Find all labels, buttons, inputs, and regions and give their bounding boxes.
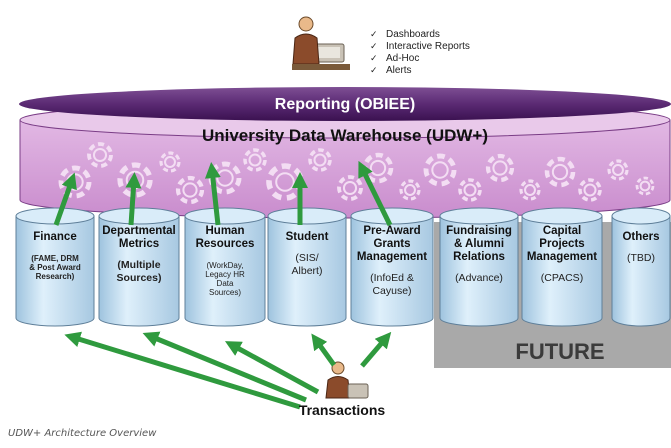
source-detail: (Multiple — [117, 259, 160, 271]
gear-icon — [458, 178, 482, 202]
source-name: Others — [622, 231, 659, 243]
source-name: Management — [357, 251, 427, 263]
source-name: Capital — [543, 225, 581, 237]
gear-icon — [607, 159, 629, 181]
reporting-feature-item: Dashboards — [386, 29, 440, 40]
source-detail: (TBD) — [627, 252, 655, 264]
source-detail: Data — [217, 279, 234, 288]
source-name: Human — [206, 225, 245, 237]
transactions-user-icon — [325, 361, 369, 399]
source-detail: Albert) — [292, 265, 323, 277]
source-name: Management — [527, 251, 597, 263]
gear-icon — [175, 175, 205, 205]
source-detail: Research) — [36, 272, 75, 281]
source-detail: (WorkDay, — [206, 261, 243, 270]
reporting-title: Reporting (OBIEE) — [275, 96, 415, 113]
source-name: Finance — [33, 231, 76, 243]
gear-icon — [159, 151, 181, 173]
gear-icon — [635, 176, 655, 196]
gear-icon — [308, 148, 332, 172]
gear-icon — [544, 156, 576, 188]
source-name: Student — [286, 231, 329, 243]
source-name: Relations — [453, 251, 505, 263]
arrow-to-departmental — [142, 331, 307, 403]
source-name: & Alumni — [454, 238, 504, 250]
source-detail: Sources) — [209, 288, 241, 297]
source-cylinder-student: Student (SIS/Albert) — [267, 207, 347, 327]
transactions-label: Transactions — [299, 402, 386, 418]
gear-icon — [423, 153, 457, 187]
source-name: Departmental — [102, 225, 176, 237]
reporting-features-list: ✓ Dashboards ✓ Interactive Reports ✓ Ad-Hoc ✓ A… — [370, 29, 470, 76]
source-detail: Legacy HR — [205, 270, 245, 279]
arrow-hr-up — [204, 162, 221, 226]
reporting-feature-item: Alerts — [386, 65, 412, 76]
gear-icon — [243, 148, 267, 172]
arrow-finance-up — [53, 172, 77, 226]
source-name: Resources — [196, 238, 255, 250]
checkmark-icon: ✓ — [370, 54, 378, 64]
source-detail: (SIS/ — [295, 252, 318, 264]
arrow-departmental-up — [125, 172, 142, 226]
gear-icon — [399, 179, 421, 201]
gears-decoration — [58, 142, 655, 205]
source-detail: Sources) — [117, 272, 162, 284]
source-name: Grants — [373, 238, 410, 250]
gear-icon — [578, 178, 602, 202]
arrow-to-finance — [64, 331, 301, 410]
source-detail: & Post Award — [29, 263, 81, 272]
arrow-preaward-up — [358, 160, 393, 227]
upward-arrows — [53, 160, 393, 227]
gear-icon — [519, 179, 541, 201]
reporting-feature-item: Interactive Reports — [386, 41, 470, 52]
transaction-arrows — [64, 331, 392, 410]
gear-icon — [87, 142, 113, 168]
arrow-to-preaward — [360, 331, 392, 368]
reporting-layer: Reporting (OBIEE) — [19, 87, 671, 121]
arrow-to-hr — [224, 341, 320, 395]
figure-caption: UDW+ Architecture Overview — [8, 428, 157, 439]
checkmark-icon: ✓ — [370, 42, 378, 52]
arrow-to-student — [311, 333, 337, 367]
reporting-feature-item: Ad-Hoc — [386, 53, 419, 64]
reporting-user-icon — [292, 16, 350, 70]
source-name: Fundraising — [446, 225, 512, 237]
source-detail: (CPACS) — [541, 272, 583, 284]
source-detail: Cayuse) — [372, 285, 411, 297]
checkmark-icon: ✓ — [370, 30, 378, 40]
gear-icon — [337, 175, 363, 201]
checkmark-icon: ✓ — [370, 66, 378, 76]
source-detail: (FAME, DRM — [31, 254, 79, 263]
source-name: Metrics — [119, 238, 159, 250]
gear-icon — [485, 153, 515, 183]
source-name: Projects — [539, 238, 584, 250]
source-cylinder-others: Others (TBD) — [611, 207, 671, 327]
source-detail: (Advance) — [455, 272, 503, 284]
warehouse-title: University Data Warehouse (UDW+) — [202, 126, 488, 145]
source-name: Pre-Award — [363, 225, 420, 237]
source-detail: (InfoEd & — [370, 272, 414, 284]
future-label: FUTURE — [515, 339, 604, 364]
